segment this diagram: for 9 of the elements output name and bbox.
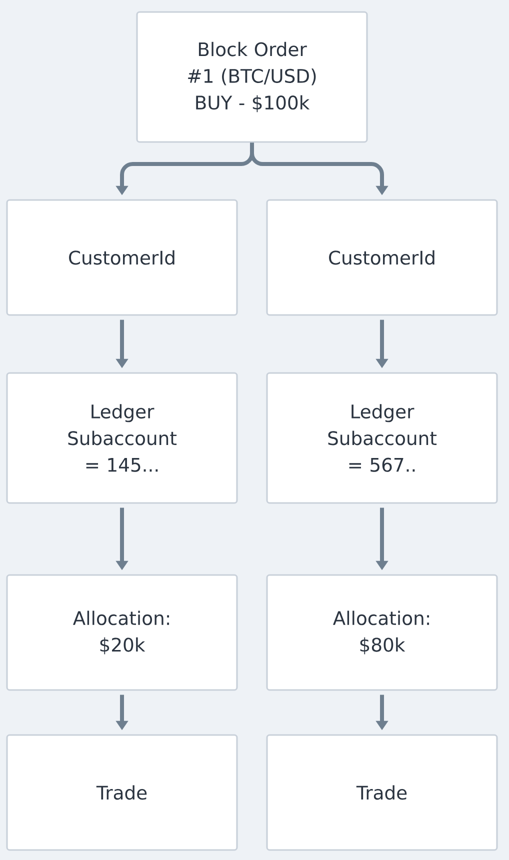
process-box: Trade	[266, 734, 498, 851]
process-box: Block Order #1 (BTC/USD) BUY - $100k	[136, 11, 368, 143]
process-box: Allocation: $20k	[6, 574, 238, 691]
process-box: CustomerId	[6, 199, 238, 316]
process-box: Ledger Subaccount = 145...	[6, 372, 238, 504]
process-box: CustomerId	[266, 199, 498, 316]
process-box: Allocation: $80k	[266, 574, 498, 691]
process-box: Ledger Subaccount = 567..	[266, 372, 498, 504]
process-box: Trade	[6, 734, 238, 851]
